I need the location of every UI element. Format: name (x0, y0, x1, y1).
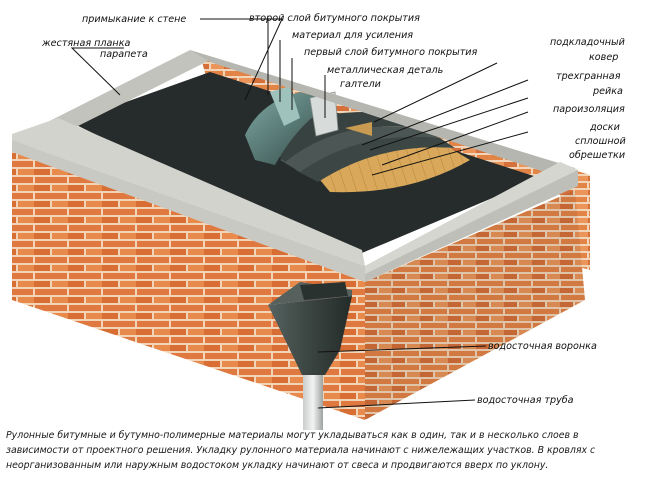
caption-text: Рулонные битумные и бутумно-полимерные м… (6, 430, 596, 471)
label-drain-funnel: водосточная воронка (488, 341, 597, 352)
label-vapor-barrier: пароизоляция (553, 104, 625, 115)
parapet-coping (12, 50, 578, 282)
label-triangular-batten-1: трехгранная (556, 71, 621, 82)
vapor-barrier-layer (295, 136, 455, 182)
label-drain-pipe: водосточная труба (477, 394, 574, 406)
flat-roof-diagram: примыкание к стене второй слой битумного… (12, 12, 626, 430)
front-wall-left (12, 150, 365, 420)
label-metal-fillet-2: галтели (340, 79, 381, 90)
label-triangular-batten-2: рейка (592, 86, 623, 97)
triangular-batten (345, 122, 372, 136)
label-sheathing-3: обрешетки (569, 149, 625, 161)
label-underlay-1: подкладочный (550, 37, 625, 48)
label-parapet: парапета (100, 49, 148, 60)
coping-front-top (12, 118, 365, 266)
label-underlay-2: ковер (589, 52, 618, 63)
label-first-bitumen-layer: первый слой битумного покрытия (304, 46, 478, 58)
front-wall-right (365, 190, 585, 420)
label-reinforcement: материал для усиления (292, 30, 413, 41)
label-metal-fillet-1: металлическая деталь (327, 65, 443, 76)
label-tin-strip: жестяная планка (41, 38, 131, 49)
layer-cutaway (245, 86, 470, 193)
drain-pipe-shape (303, 370, 323, 430)
drainage (268, 282, 352, 430)
coping-front (12, 140, 365, 282)
funnel-outlet (300, 282, 348, 300)
label-sheathing-1: доски (589, 122, 620, 133)
leader-lines (70, 18, 529, 409)
label-wall-junction: примыкание к стене (82, 14, 186, 25)
label-second-bitumen-layer: второй слой битумного покрытия (249, 12, 420, 24)
label-sheathing-2: сплошной (575, 136, 626, 147)
labels: примыкание к стене второй слой битумного… (41, 12, 626, 406)
coping-back (190, 50, 575, 182)
drain-funnel-shape (268, 296, 352, 375)
